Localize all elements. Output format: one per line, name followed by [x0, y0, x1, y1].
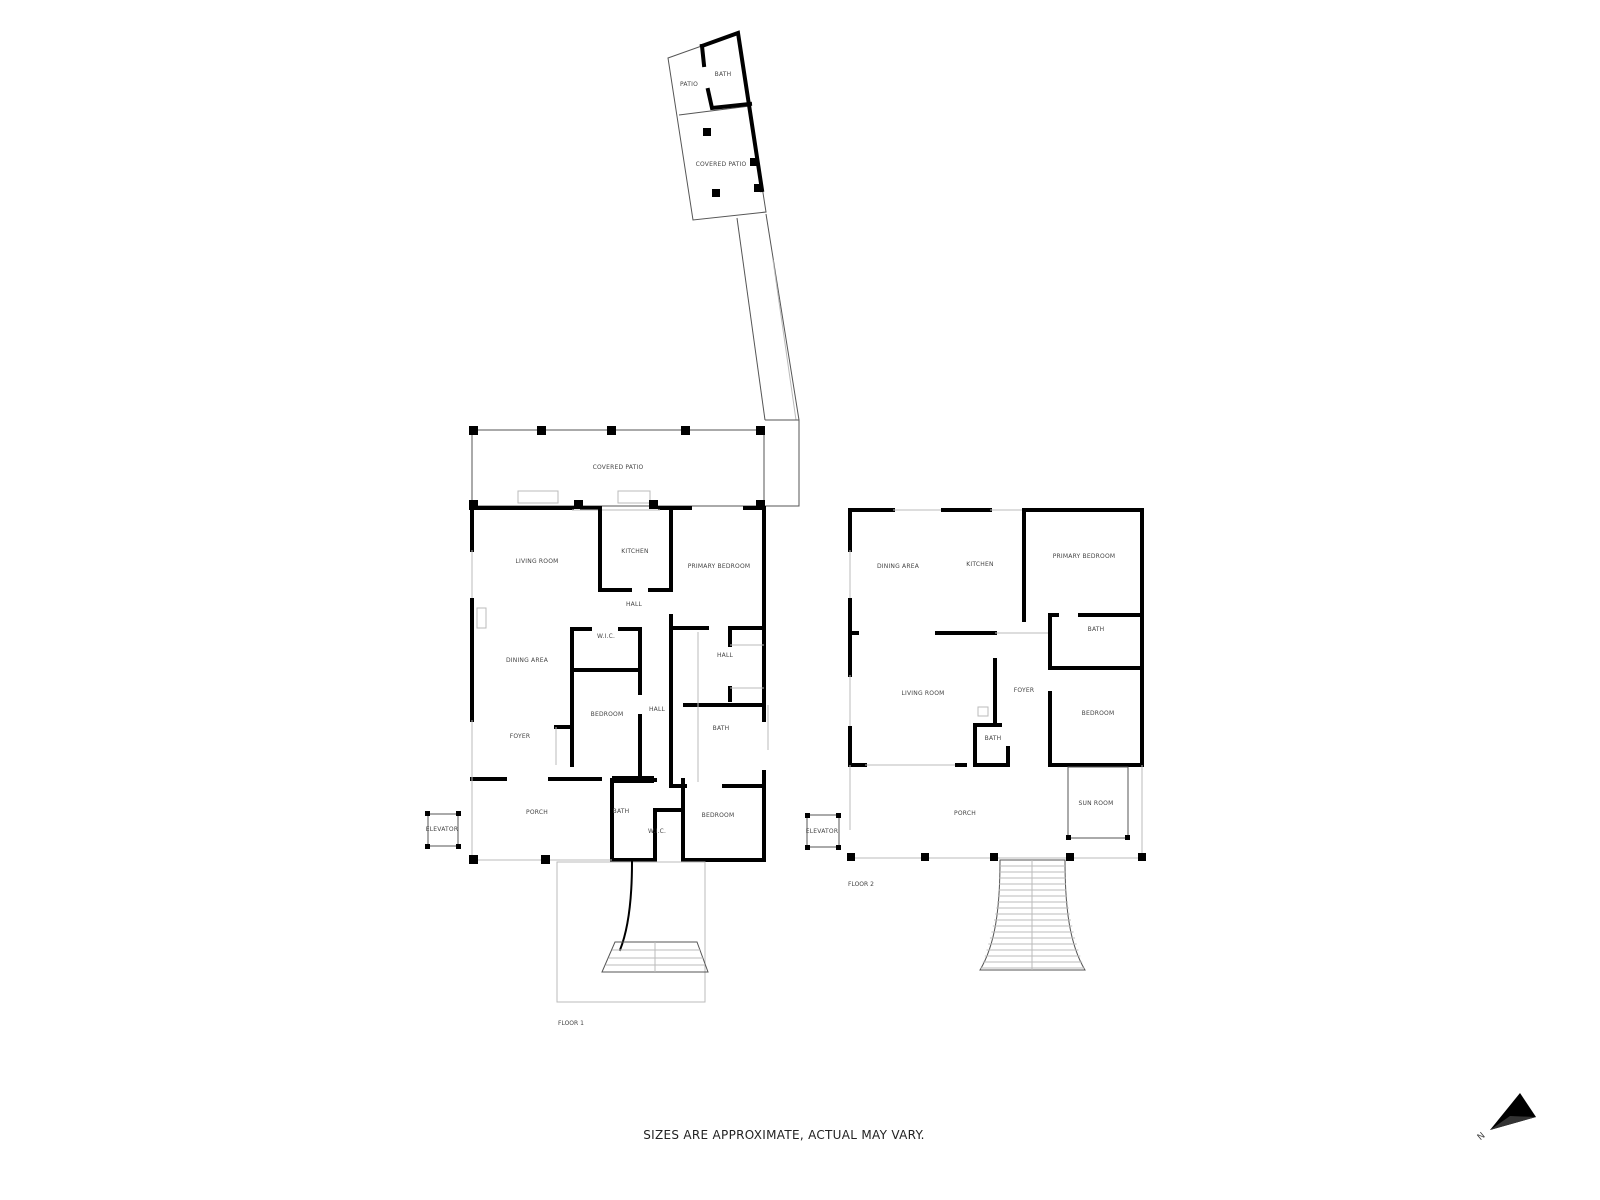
- room-label: KITCHEN: [966, 561, 993, 568]
- room-label: HALL: [626, 601, 643, 608]
- north-arrow-icon: N: [1476, 1093, 1536, 1143]
- walkway: [736, 213, 800, 507]
- room-label: PORCH: [526, 809, 548, 816]
- elevator-floor-1: [425, 811, 461, 849]
- elevator-floor-2: [805, 813, 841, 850]
- room-label: BATH: [985, 735, 1002, 742]
- porch-floor-2: [847, 765, 1146, 861]
- room-label: COVERED PATIO: [696, 161, 747, 168]
- floor-2-label: FLOOR 2: [848, 881, 874, 888]
- room-label: HALL: [717, 652, 734, 659]
- room-label: ELEVATOR: [426, 826, 458, 833]
- room-label: W.I.C.: [648, 828, 666, 835]
- room-label: BEDROOM: [591, 711, 624, 718]
- floor-1: PATIO BATH COVERED PATIO COVERED PATIO L…: [425, 30, 800, 1027]
- room-label: BEDROOM: [1082, 710, 1115, 717]
- disclaimer-text: SIZES ARE APPROXIMATE, ACTUAL MAY VARY.: [643, 1128, 925, 1142]
- room-label: PRIMARY BEDROOM: [1053, 553, 1116, 560]
- room-label: BATH: [713, 725, 730, 732]
- room-label: LIVING ROOM: [515, 558, 558, 565]
- room-label: BATH: [613, 808, 630, 815]
- floor-2-walls: [848, 508, 1144, 767]
- floor-2-labels: DINING AREA KITCHEN PRIMARY BEDROOM BATH…: [806, 553, 1115, 888]
- room-label: LIVING ROOM: [901, 690, 944, 697]
- covered-patio: [469, 426, 765, 507]
- room-label: HALL: [649, 706, 666, 713]
- room-label: DINING AREA: [506, 657, 549, 664]
- room-label: W.I.C.: [597, 633, 615, 640]
- room-label: FOYER: [1014, 687, 1034, 694]
- stairs-floor-2: [979, 859, 1086, 971]
- room-label: DINING AREA: [877, 563, 920, 570]
- room-label: ELEVATOR: [806, 828, 838, 835]
- floor-1-labels: PATIO BATH COVERED PATIO COVERED PATIO L…: [426, 71, 750, 1027]
- room-label: BATH: [715, 71, 732, 78]
- room-label: BATH: [1088, 626, 1105, 633]
- room-label: COVERED PATIO: [593, 464, 644, 471]
- stairs-floor-1: [556, 860, 709, 1003]
- north-label: N: [1476, 1131, 1488, 1143]
- room-label: PATIO: [680, 81, 698, 88]
- detached-structure: [667, 30, 767, 221]
- room-label: FOYER: [510, 733, 530, 740]
- floor-1-label: FLOOR 1: [558, 1020, 584, 1027]
- room-label: KITCHEN: [621, 548, 648, 555]
- room-label: BEDROOM: [702, 812, 735, 819]
- room-label: PORCH: [954, 810, 976, 817]
- floor-2: DINING AREA KITCHEN PRIMARY BEDROOM BATH…: [805, 508, 1146, 971]
- floor-1-walls: [469, 500, 769, 864]
- room-label: PRIMARY BEDROOM: [688, 563, 751, 570]
- room-label: SUN ROOM: [1079, 800, 1114, 807]
